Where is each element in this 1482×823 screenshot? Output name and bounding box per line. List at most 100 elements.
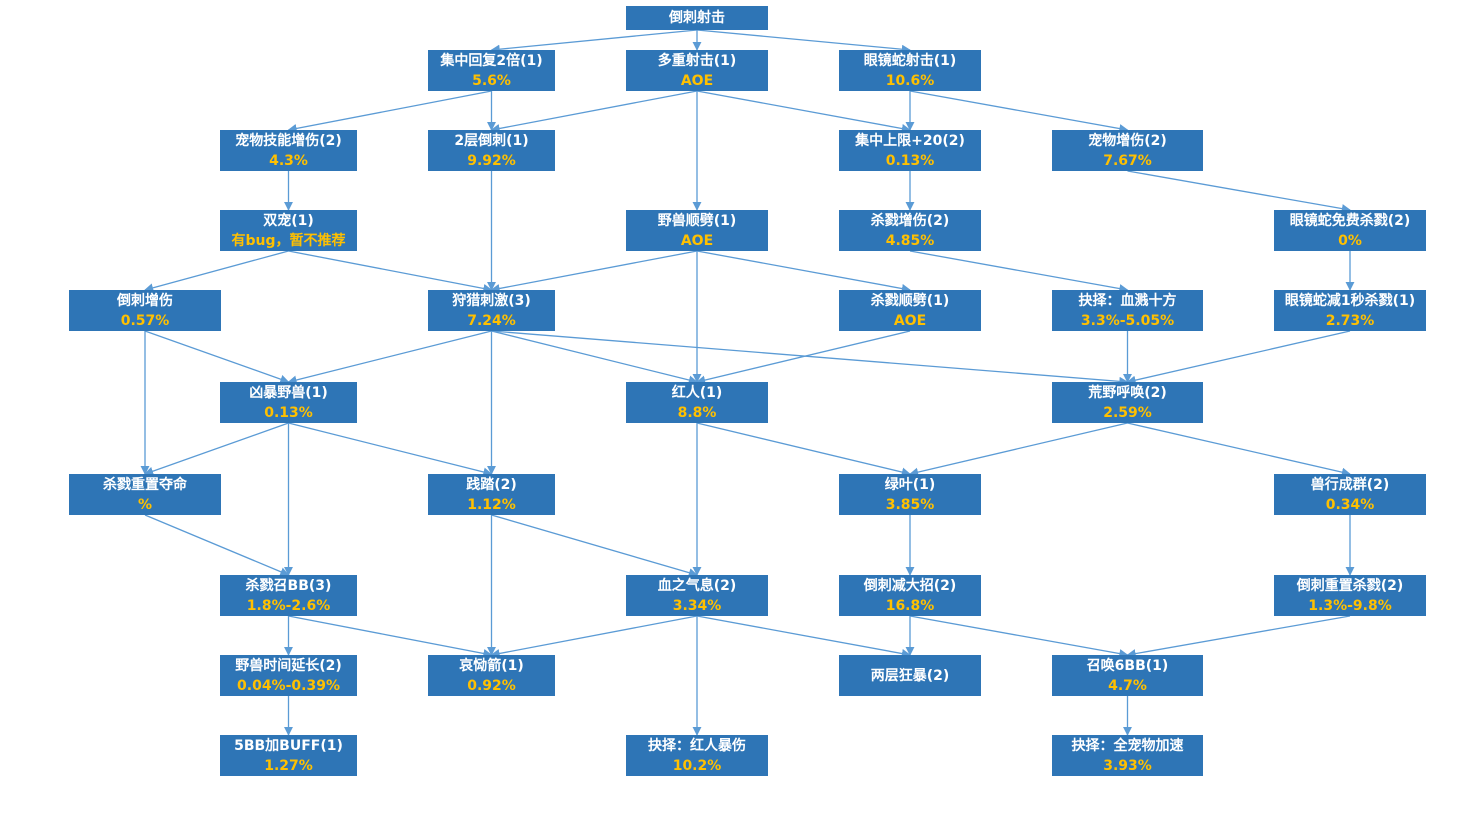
node-n_hyhh: 荒野呼唤(2) 2.59% [1052, 382, 1203, 423]
node-value: 0.13% [885, 152, 935, 169]
node-value: 1.12% [467, 496, 516, 513]
node-n_jz1: 抉择：血溅十方 3.3%-5.05% [1052, 290, 1203, 331]
node-n_ly: 绿叶(1) 3.85% [839, 474, 981, 515]
node-value: 0.92% [467, 677, 516, 694]
node-value: AOE [680, 72, 714, 89]
node-value: 4.85% [885, 232, 935, 249]
edge-n_sc-to-n_dczs [144, 250, 289, 293]
node-n_jzhr: 抉择：红人暴伤 10.2% [626, 735, 768, 776]
node-title: 倒刺增伤 [117, 292, 173, 309]
node-title: 野兽顺劈(1) [657, 212, 737, 229]
node-title: 眼镜蛇减1秒杀戮(1) [1284, 292, 1416, 309]
node-root: 倒刺射击 [626, 6, 768, 30]
node-value: 9.92% [467, 152, 516, 169]
node-n_duo: 多重射击(1) AOE [626, 50, 768, 91]
edge-n_slsp-to-n_hr [696, 330, 911, 385]
node-value: 3.34% [672, 597, 722, 614]
node-n_dcczsl: 倒刺重置杀戮(2) 1.3%-9.8% [1274, 575, 1426, 616]
node-title: 集中上限+20(2) [855, 132, 965, 149]
node-value: AOE [680, 232, 714, 249]
node-n_xzqx: 血之气息(2) 3.34% [626, 575, 768, 616]
node-value: 3.85% [885, 496, 935, 513]
node-value: 4.7% [1108, 677, 1147, 694]
node-n_hr: 红人(1) 8.8% [626, 382, 768, 423]
node-value: 4.3% [269, 152, 308, 169]
edge-n_cwzs-to-n_yjmf [1127, 170, 1351, 214]
edge-n_yj1s-to-n_hyhh [1126, 330, 1351, 385]
node-n_sc: 双宠(1) 有bug，暂不推荐 [220, 210, 357, 251]
node-title: 狩猎刺激(3) [452, 292, 531, 309]
node-n_slsp: 杀戮顺劈(1) AOE [839, 290, 981, 331]
node-title: 2层倒刺(1) [454, 132, 529, 149]
edge-n_slzbb-to-n_adj [288, 615, 493, 658]
node-title: 5BB加BUFF(1) [234, 737, 343, 754]
node-title: 杀戮召BB(3) [245, 577, 332, 594]
node-n_jzsx: 集中上限+20(2) 0.13% [839, 130, 981, 171]
node-n_lckb: 两层狂暴(2) [839, 655, 981, 696]
edge-n_duo-to-n_jzsx [696, 90, 911, 134]
node-n_zh6: 召唤6BB(1) 4.7% [1052, 655, 1203, 696]
edge-n_lcj-to-n_xbys [287, 330, 492, 385]
node-n_sxcq: 兽行成群(2) 0.34% [1274, 474, 1426, 515]
edge-n_jt-to-n_xzqx [491, 514, 698, 578]
node-title: 抉择：红人暴伤 [648, 737, 746, 754]
node-title: 杀戮重置夺命 [103, 476, 187, 493]
edge-n_dczs-to-n_xbys [144, 330, 290, 384]
node-n_dczs: 倒刺增伤 0.57% [69, 290, 221, 331]
node-n_jzqcw: 抉择：全宠物加速 3.93% [1052, 735, 1203, 776]
node-title: 红人(1) [671, 384, 723, 401]
node-n_5bb: 5BB加BUFF(1) 1.27% [220, 735, 357, 776]
node-title: 绿叶(1) [884, 476, 936, 493]
node-n_xbys: 凶暴野兽(1) 0.13% [220, 382, 357, 423]
node-title: 两层狂暴(2) [870, 667, 950, 684]
node-n_jt: 践踏(2) 1.12% [428, 474, 555, 515]
edge-n_hyhh-to-n_ly [909, 422, 1128, 477]
node-title: 兽行成群(2) [1310, 476, 1390, 493]
node-value: 1.27% [264, 757, 313, 774]
edge-n_xbys-to-n_jt [288, 422, 493, 477]
node-value: 7.67% [1103, 152, 1152, 169]
node-n_slzbb: 杀戮召BB(3) 1.8%-2.6% [220, 575, 357, 616]
node-title: 抉择：血溅十方 [1078, 292, 1177, 309]
node-n_yj: 眼镜蛇射击(1) 10.6% [839, 50, 981, 91]
node-value: 0.04%-0.39% [237, 677, 340, 694]
node-title: 眼镜蛇免费杀戮(2) [1289, 212, 1411, 229]
node-value: 有bug，暂不推荐 [231, 232, 346, 249]
node-n_ji2: 集中回复2倍(1) 5.6% [428, 50, 555, 91]
node-value: 3.93% [1103, 757, 1152, 774]
node-value: % [137, 496, 153, 513]
node-title: 践踏(2) [466, 476, 517, 493]
node-title: 凶暴野兽(1) [249, 384, 328, 401]
node-value: 10.2% [672, 757, 722, 774]
node-n_ysyc: 野兽时间延长(2) 0.04%-0.39% [220, 655, 357, 696]
node-title: 野兽时间延长(2) [235, 657, 342, 674]
node-value: 16.8% [885, 597, 935, 614]
node-value: AOE [893, 312, 927, 329]
edge-n_dcjdz-to-n_zh6 [909, 615, 1129, 659]
edge-n_xzqx-to-n_adj [490, 615, 698, 658]
node-value: 0.57% [120, 312, 170, 329]
node-title: 杀戮顺劈(1) [870, 292, 950, 309]
edge-n_yj-to-n_cwzs [909, 90, 1129, 134]
node-title: 宠物增伤(2) [1088, 132, 1167, 149]
node-title: 哀恸箭(1) [459, 657, 524, 674]
node-value: 1.8%-2.6% [246, 597, 331, 614]
edge-n_slzs-to-n_jz1 [909, 250, 1129, 294]
edge-root-to-n_yj [696, 29, 911, 54]
node-value: 0.34% [1325, 496, 1375, 513]
node-n_cwzs: 宠物增伤(2) 7.67% [1052, 130, 1203, 171]
node-value: 0% [1338, 232, 1362, 249]
edge-n_xzqx-to-n_lckb [696, 615, 911, 659]
node-value: 2.59% [1103, 404, 1152, 421]
node-title: 杀戮增伤(2) [870, 212, 950, 229]
node-title: 多重射击(1) [657, 52, 737, 69]
node-value: 2.73% [1325, 312, 1375, 329]
node-title: 集中回复2倍(1) [440, 52, 543, 69]
node-n_2c: 2层倒刺(1) 9.92% [428, 130, 555, 171]
edge-n_hr-to-n_ly [696, 422, 911, 477]
node-n_yjmf: 眼镜蛇免费杀戮(2) 0% [1274, 210, 1426, 251]
node-value: 8.8% [677, 404, 717, 421]
edge-n_slcz-to-n_slzbb [144, 514, 290, 577]
node-n_slzs: 杀戮增伤(2) 4.85% [839, 210, 981, 251]
